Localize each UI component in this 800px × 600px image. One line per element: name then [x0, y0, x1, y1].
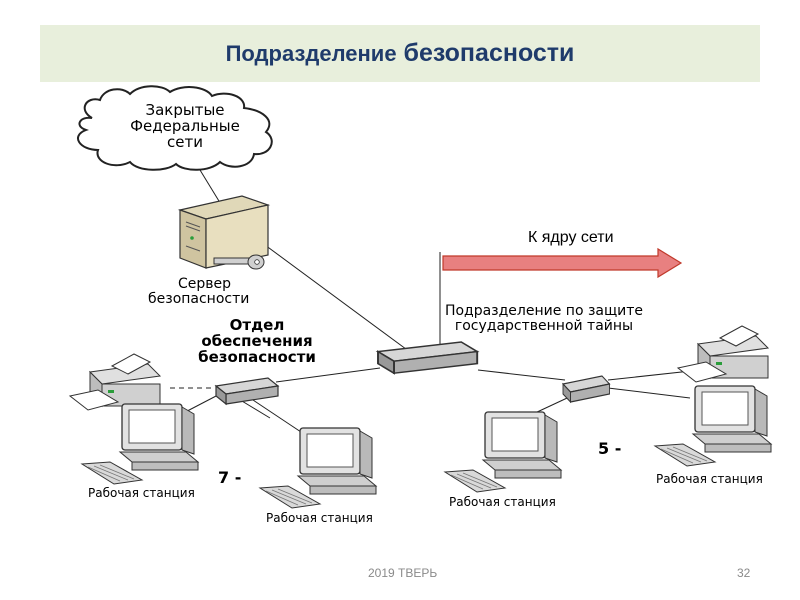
count-right: 5 - — [598, 439, 622, 458]
footer-text: 2019 ТВЕРЬ — [368, 566, 438, 580]
right-switch-icon — [562, 375, 611, 403]
right-pc-icon — [444, 411, 562, 493]
page-number: 32 — [737, 566, 751, 580]
cloud-label: Закрытые Федеральные сети — [130, 101, 240, 151]
server-label: Сервер безопасности — [148, 276, 250, 307]
arrow-label: К ядру сети — [528, 229, 614, 246]
workstation-label-left: Рабочая станция — [88, 486, 195, 500]
workstation-label-middle: Рабочая станция — [266, 511, 373, 525]
network-core-arrow — [442, 247, 683, 279]
count-left: 7 - — [218, 468, 242, 487]
left-printer-icon — [69, 353, 161, 411]
protection-unit-label: Подразделение по защите государственной … — [444, 303, 644, 334]
security-server-icon — [177, 195, 271, 270]
far-right-pc-icon — [654, 385, 772, 467]
central-switch-icon — [377, 341, 479, 375]
page-title: Подразделение безопасности — [40, 39, 760, 68]
title-lead: Подразделение — [225, 41, 397, 66]
right-printer-icon — [677, 325, 769, 383]
middle-pc-icon — [259, 427, 377, 509]
cloud-shape — [77, 85, 273, 171]
left-switch-icon — [215, 377, 279, 405]
department-label: Отдел обеспечения безопасности — [198, 316, 316, 366]
workstation-label-right: Рабочая станция — [449, 495, 556, 509]
title-rest: безопасности — [403, 39, 575, 67]
title-bar: Подразделение безопасности — [40, 25, 760, 82]
workstation-label-far-right: Рабочая станция — [656, 472, 763, 486]
left-pc-icon — [81, 403, 199, 485]
